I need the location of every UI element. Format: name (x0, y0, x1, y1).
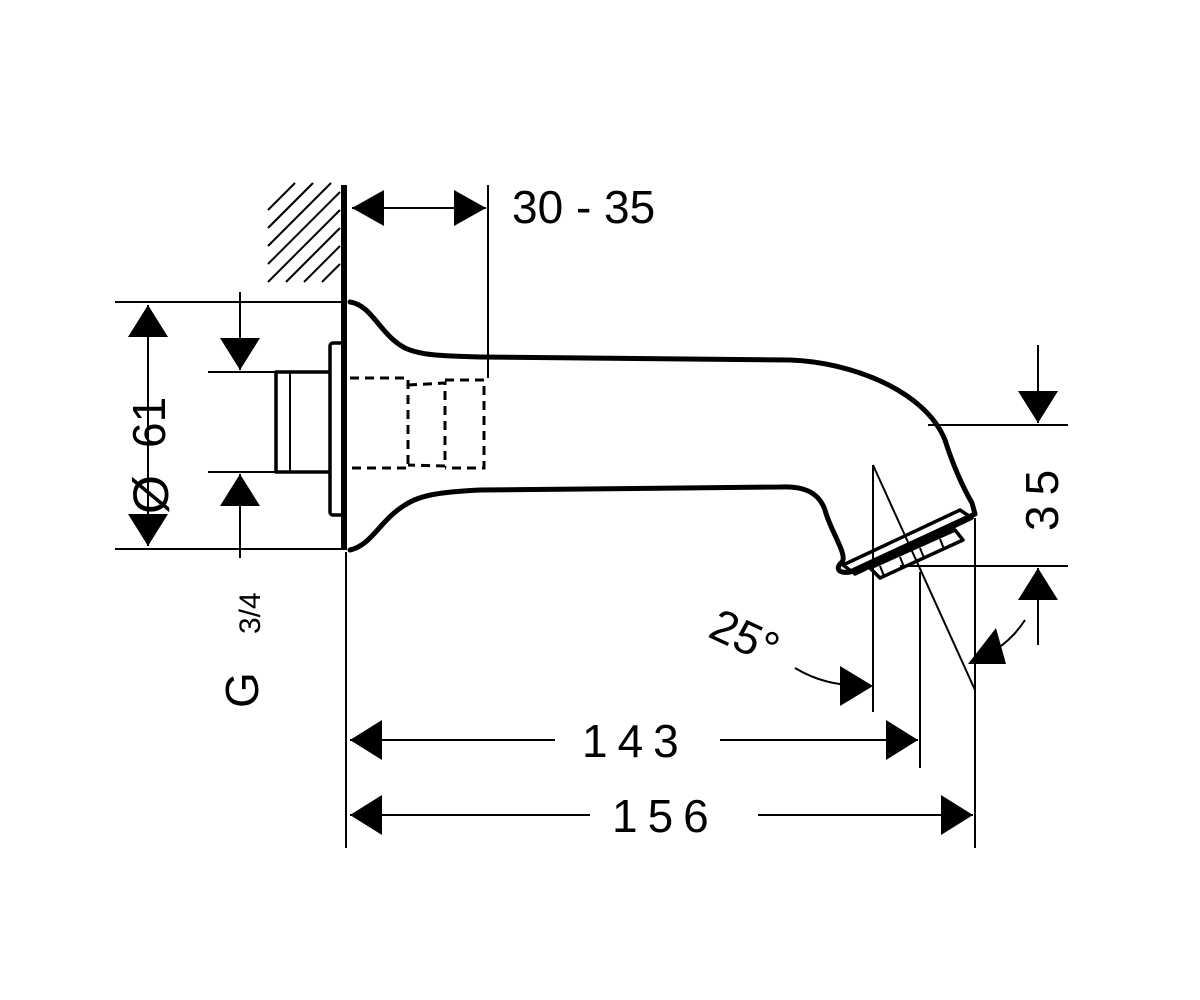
dim-height: 35 (900, 345, 1068, 645)
diameter-symbol: Ø (123, 475, 179, 514)
wall-hatching (267, 182, 341, 283)
dim-length-outer: 156 (350, 790, 973, 842)
hidden-insert (350, 376, 486, 470)
dim-wall-depth-label: 30 - 35 (512, 181, 655, 233)
dim-wall-depth: 30 - 35 (352, 181, 655, 378)
dim-length-outer-label: 156 (612, 790, 719, 842)
connector-nipple (274, 370, 330, 474)
dim-length-inner-label: 143 (582, 715, 689, 767)
dim-height-label: 35 (1016, 460, 1068, 531)
dim-thread: 3/4 G (208, 292, 276, 708)
thread-size-label: 3/4 (234, 592, 267, 634)
dim-angle: 25° (702, 464, 1026, 712)
dim-diameter: 61 Ø (115, 301, 345, 550)
thread-label: G (216, 672, 268, 708)
dim-length-inner: 143 (350, 715, 918, 767)
rosette-plate (328, 341, 346, 517)
dim-angle-label: 25° (702, 598, 787, 675)
dim-diameter-value: 61 (123, 397, 175, 448)
